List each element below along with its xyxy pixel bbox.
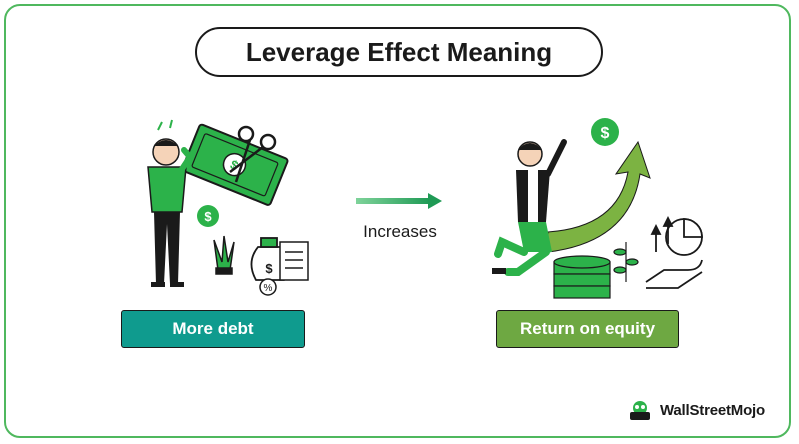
dollar-coin-icon: $: [591, 118, 619, 146]
scissors-icon: [229, 125, 277, 183]
svg-text:$: $: [265, 261, 273, 276]
brand-logo: WallStreetMojo: [626, 398, 765, 422]
more-debt-box: More debt: [121, 310, 305, 348]
stressed-person-icon: [147, 119, 194, 287]
svg-text:$: $: [601, 125, 610, 142]
plant-icon: [613, 242, 639, 282]
svg-text:%: %: [264, 283, 273, 294]
brand-logo-icon: [630, 401, 650, 420]
rising-arrow-icon: [547, 140, 651, 253]
pie-chart-icon: [650, 215, 703, 256]
increase-arrow: [356, 193, 442, 209]
return-on-equity-illustration: $: [492, 118, 703, 299]
dollar-coin-icon: $: [197, 205, 219, 227]
hand-icon: [645, 259, 703, 289]
brand-name: WallStreetMojo: [660, 401, 765, 419]
svg-text:$: $: [204, 209, 212, 224]
page-title: Leverage Effect Meaning: [195, 27, 603, 77]
return-on-equity-box: Return on equity: [496, 310, 679, 348]
happy-person-icon: [492, 139, 567, 276]
document-icon: %: [259, 241, 309, 296]
arrow-label: Increases: [363, 222, 437, 241]
more-debt-illustration: $ $ $ %: [147, 119, 309, 296]
coin-stack-icon: [553, 255, 611, 299]
plant-icon: [213, 235, 235, 275]
